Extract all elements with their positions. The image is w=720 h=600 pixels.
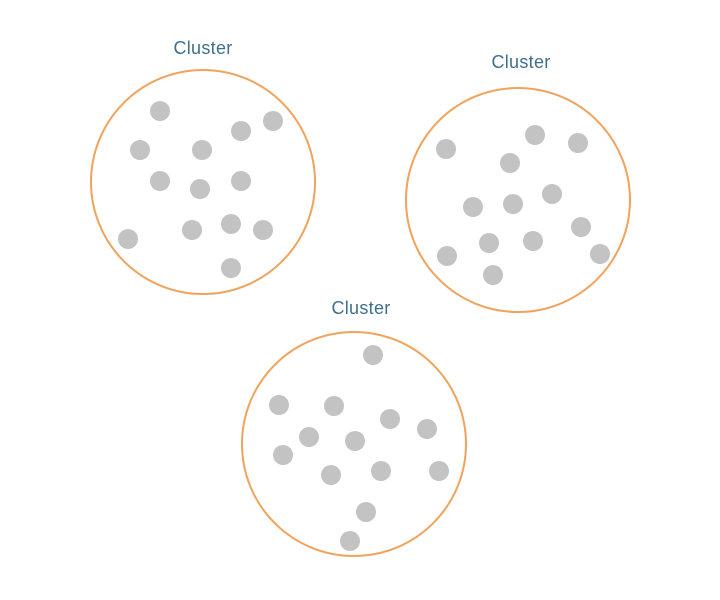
data-point bbox=[150, 101, 170, 121]
data-point bbox=[568, 133, 588, 153]
data-point bbox=[221, 214, 241, 234]
data-point bbox=[263, 111, 283, 131]
cluster-boundary bbox=[90, 69, 316, 295]
cluster-label: Cluster bbox=[331, 298, 390, 318]
data-point bbox=[231, 171, 251, 191]
data-point bbox=[190, 179, 210, 199]
data-point bbox=[380, 409, 400, 429]
data-point bbox=[231, 121, 251, 141]
cluster-boundary bbox=[241, 331, 467, 557]
data-point bbox=[150, 171, 170, 191]
cluster-label: Cluster bbox=[173, 38, 232, 58]
cluster-group: Cluster bbox=[405, 52, 631, 313]
data-point bbox=[299, 427, 319, 447]
cluster-boundary bbox=[405, 87, 631, 313]
data-point bbox=[463, 197, 483, 217]
data-point bbox=[503, 194, 523, 214]
data-point bbox=[417, 419, 437, 439]
data-point bbox=[130, 140, 150, 160]
data-point bbox=[192, 140, 212, 160]
cluster-label: Cluster bbox=[491, 52, 550, 72]
data-point bbox=[437, 246, 457, 266]
cluster-group: Cluster bbox=[241, 298, 467, 557]
data-point bbox=[345, 431, 365, 451]
data-point bbox=[436, 139, 456, 159]
data-point bbox=[542, 184, 562, 204]
data-point bbox=[590, 244, 610, 264]
data-point bbox=[118, 229, 138, 249]
data-point bbox=[479, 233, 499, 253]
data-point bbox=[500, 153, 520, 173]
data-point bbox=[483, 265, 503, 285]
data-point bbox=[371, 461, 391, 481]
data-point bbox=[273, 445, 293, 465]
data-point bbox=[356, 502, 376, 522]
data-point bbox=[571, 217, 591, 237]
data-point bbox=[525, 125, 545, 145]
data-point bbox=[363, 345, 383, 365]
data-point bbox=[182, 220, 202, 240]
data-point bbox=[321, 465, 341, 485]
data-point bbox=[340, 531, 360, 551]
data-point bbox=[253, 220, 273, 240]
data-point bbox=[269, 395, 289, 415]
data-point bbox=[523, 231, 543, 251]
data-point bbox=[429, 461, 449, 481]
cluster-group: Cluster bbox=[90, 38, 316, 295]
data-point bbox=[221, 258, 241, 278]
data-point bbox=[324, 396, 344, 416]
